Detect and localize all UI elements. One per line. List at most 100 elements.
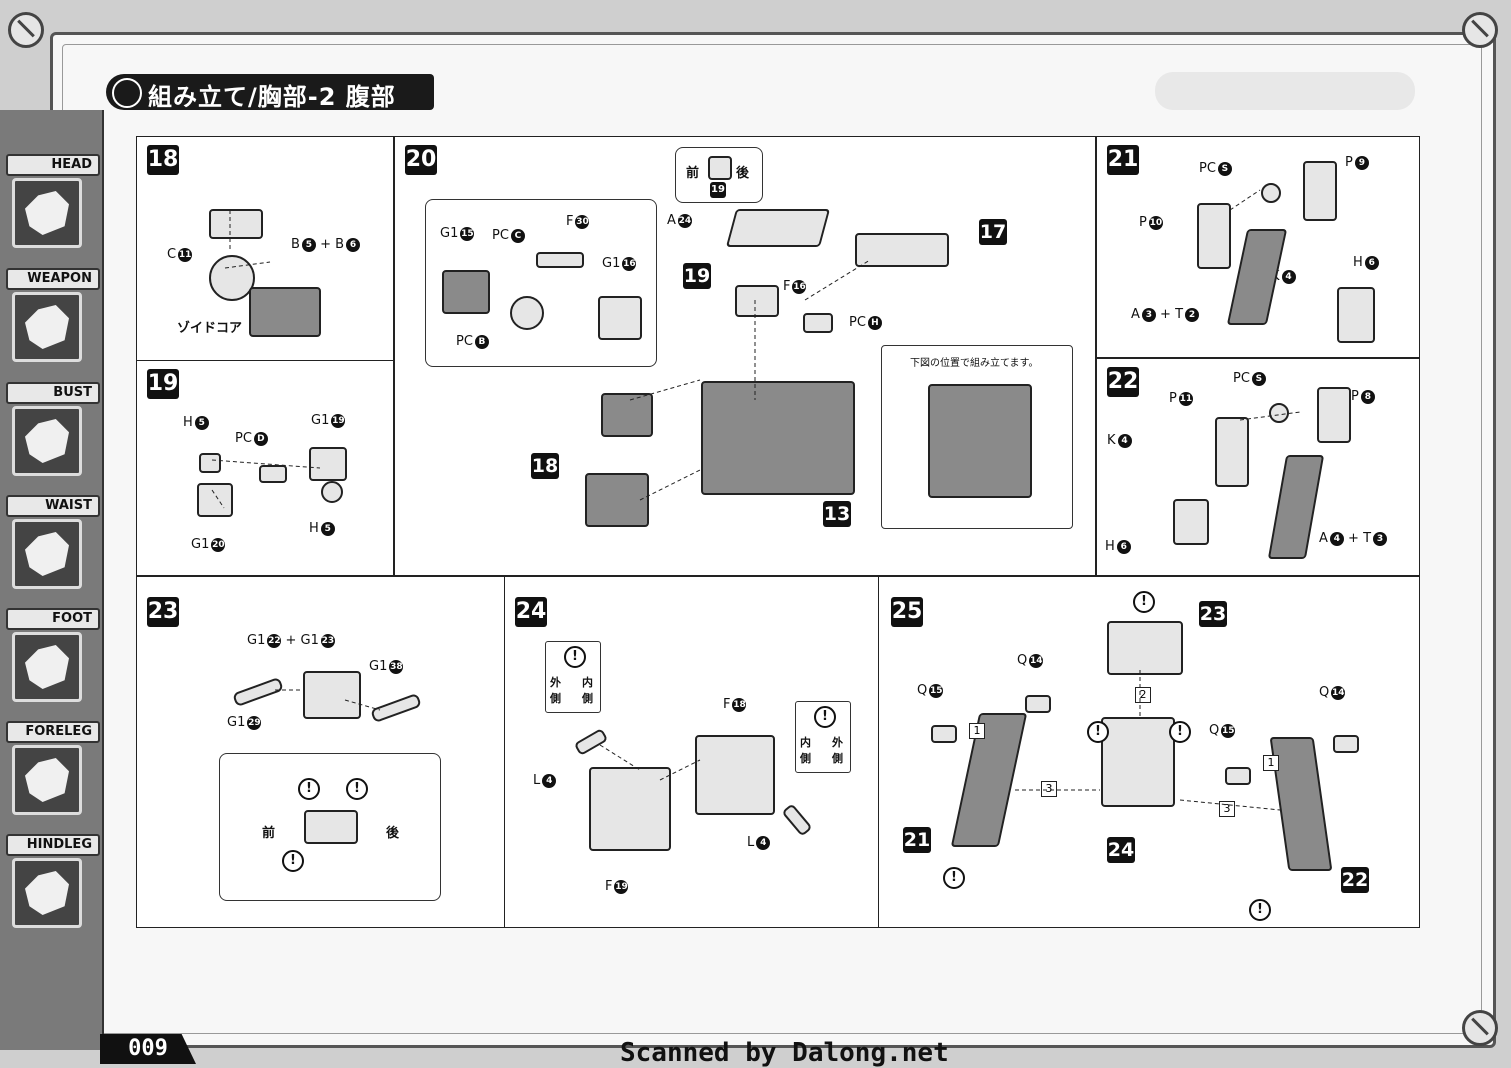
ref-step: 24 (1107, 837, 1135, 863)
warning-icon: ! (1169, 721, 1191, 743)
warning-icon: ! (943, 867, 965, 889)
sidebar-tab-label: FOOT (6, 608, 100, 630)
sidebar-tab-label: FORELEG (6, 721, 100, 743)
part-cap (209, 209, 263, 239)
sidebar-tab-label: BUST (6, 382, 100, 404)
step-number: 22 (1107, 367, 1139, 397)
step-number: 18 (147, 145, 179, 175)
bust-icon (12, 406, 82, 476)
part (585, 473, 649, 527)
part-plate (725, 209, 831, 247)
part (695, 735, 775, 815)
part (232, 676, 284, 708)
section-title-bar: 組み立て/胸部-2 腹部 (106, 74, 434, 111)
sidebar-tab-head[interactable]: HEAD (6, 154, 100, 250)
part (855, 233, 949, 267)
part (601, 393, 653, 437)
step-number: 21 (1107, 145, 1139, 175)
part (442, 270, 490, 314)
part (309, 447, 347, 481)
part-23 (1107, 621, 1183, 675)
sidebar-tab-waist[interactable]: WAIST (6, 495, 100, 591)
warning-icon: ! (346, 778, 368, 800)
part (321, 481, 343, 503)
warning-icon: ! (1249, 899, 1271, 921)
part (370, 692, 422, 724)
part (589, 767, 671, 851)
sidebar-tab-label: HINDLEG (6, 834, 100, 856)
scan-credit: Scanned by Dalong.net (620, 1038, 949, 1068)
sequence-marker: 1 (1263, 755, 1279, 771)
step-number: 24 (515, 597, 547, 627)
warning-icon: ! (1087, 721, 1109, 743)
back-label: 後 (736, 166, 750, 181)
detail-callout: 前 後 ! ! ! (219, 753, 441, 901)
warning-icon: ! (1133, 591, 1155, 613)
part (735, 285, 779, 317)
sidebar-tab-foreleg[interactable]: FORELEG (6, 721, 100, 817)
foreleg-icon (12, 745, 82, 815)
ref-step: 23 (1199, 601, 1227, 627)
sidebar-tab-foot[interactable]: FOOT (6, 608, 100, 704)
orientation-callout: ! 内側 外側 (795, 701, 851, 773)
part (1269, 403, 1289, 423)
sidebar-tab-hindleg[interactable]: HINDLEG (6, 834, 100, 930)
front-label: 前 (686, 166, 700, 181)
step-number: 19 (147, 369, 179, 399)
part (197, 483, 233, 517)
page-title: 組み立て/胸部-2 腹部 (148, 83, 396, 111)
part (259, 465, 287, 483)
step-number: 23 (147, 597, 179, 627)
warning-icon: ! (814, 706, 836, 728)
sidebar-tab-label: HEAD (6, 154, 100, 176)
orientation-callout: ! 外側 内側 (545, 641, 601, 713)
part (708, 156, 732, 180)
sidebar-tab-bust[interactable]: BUST (6, 382, 100, 478)
corner-bolt-icon (1462, 1010, 1498, 1046)
part (1197, 203, 1231, 269)
part (931, 725, 957, 743)
part (1025, 695, 1051, 713)
part (510, 296, 544, 330)
sidebar-tab-weapon[interactable]: WEAPON (6, 268, 100, 364)
ref-step: 13 (823, 501, 851, 527)
sequence-marker: 3 (1041, 781, 1057, 797)
ref-step: 18 (531, 453, 559, 479)
warning-icon: ! (564, 646, 586, 668)
step-number: 20 (405, 145, 437, 175)
part (1261, 183, 1281, 203)
part (1215, 417, 1249, 487)
sidebar-tab-label: WEAPON (6, 268, 100, 290)
outer-label: 外側 (550, 676, 561, 705)
head-icon (12, 178, 82, 248)
